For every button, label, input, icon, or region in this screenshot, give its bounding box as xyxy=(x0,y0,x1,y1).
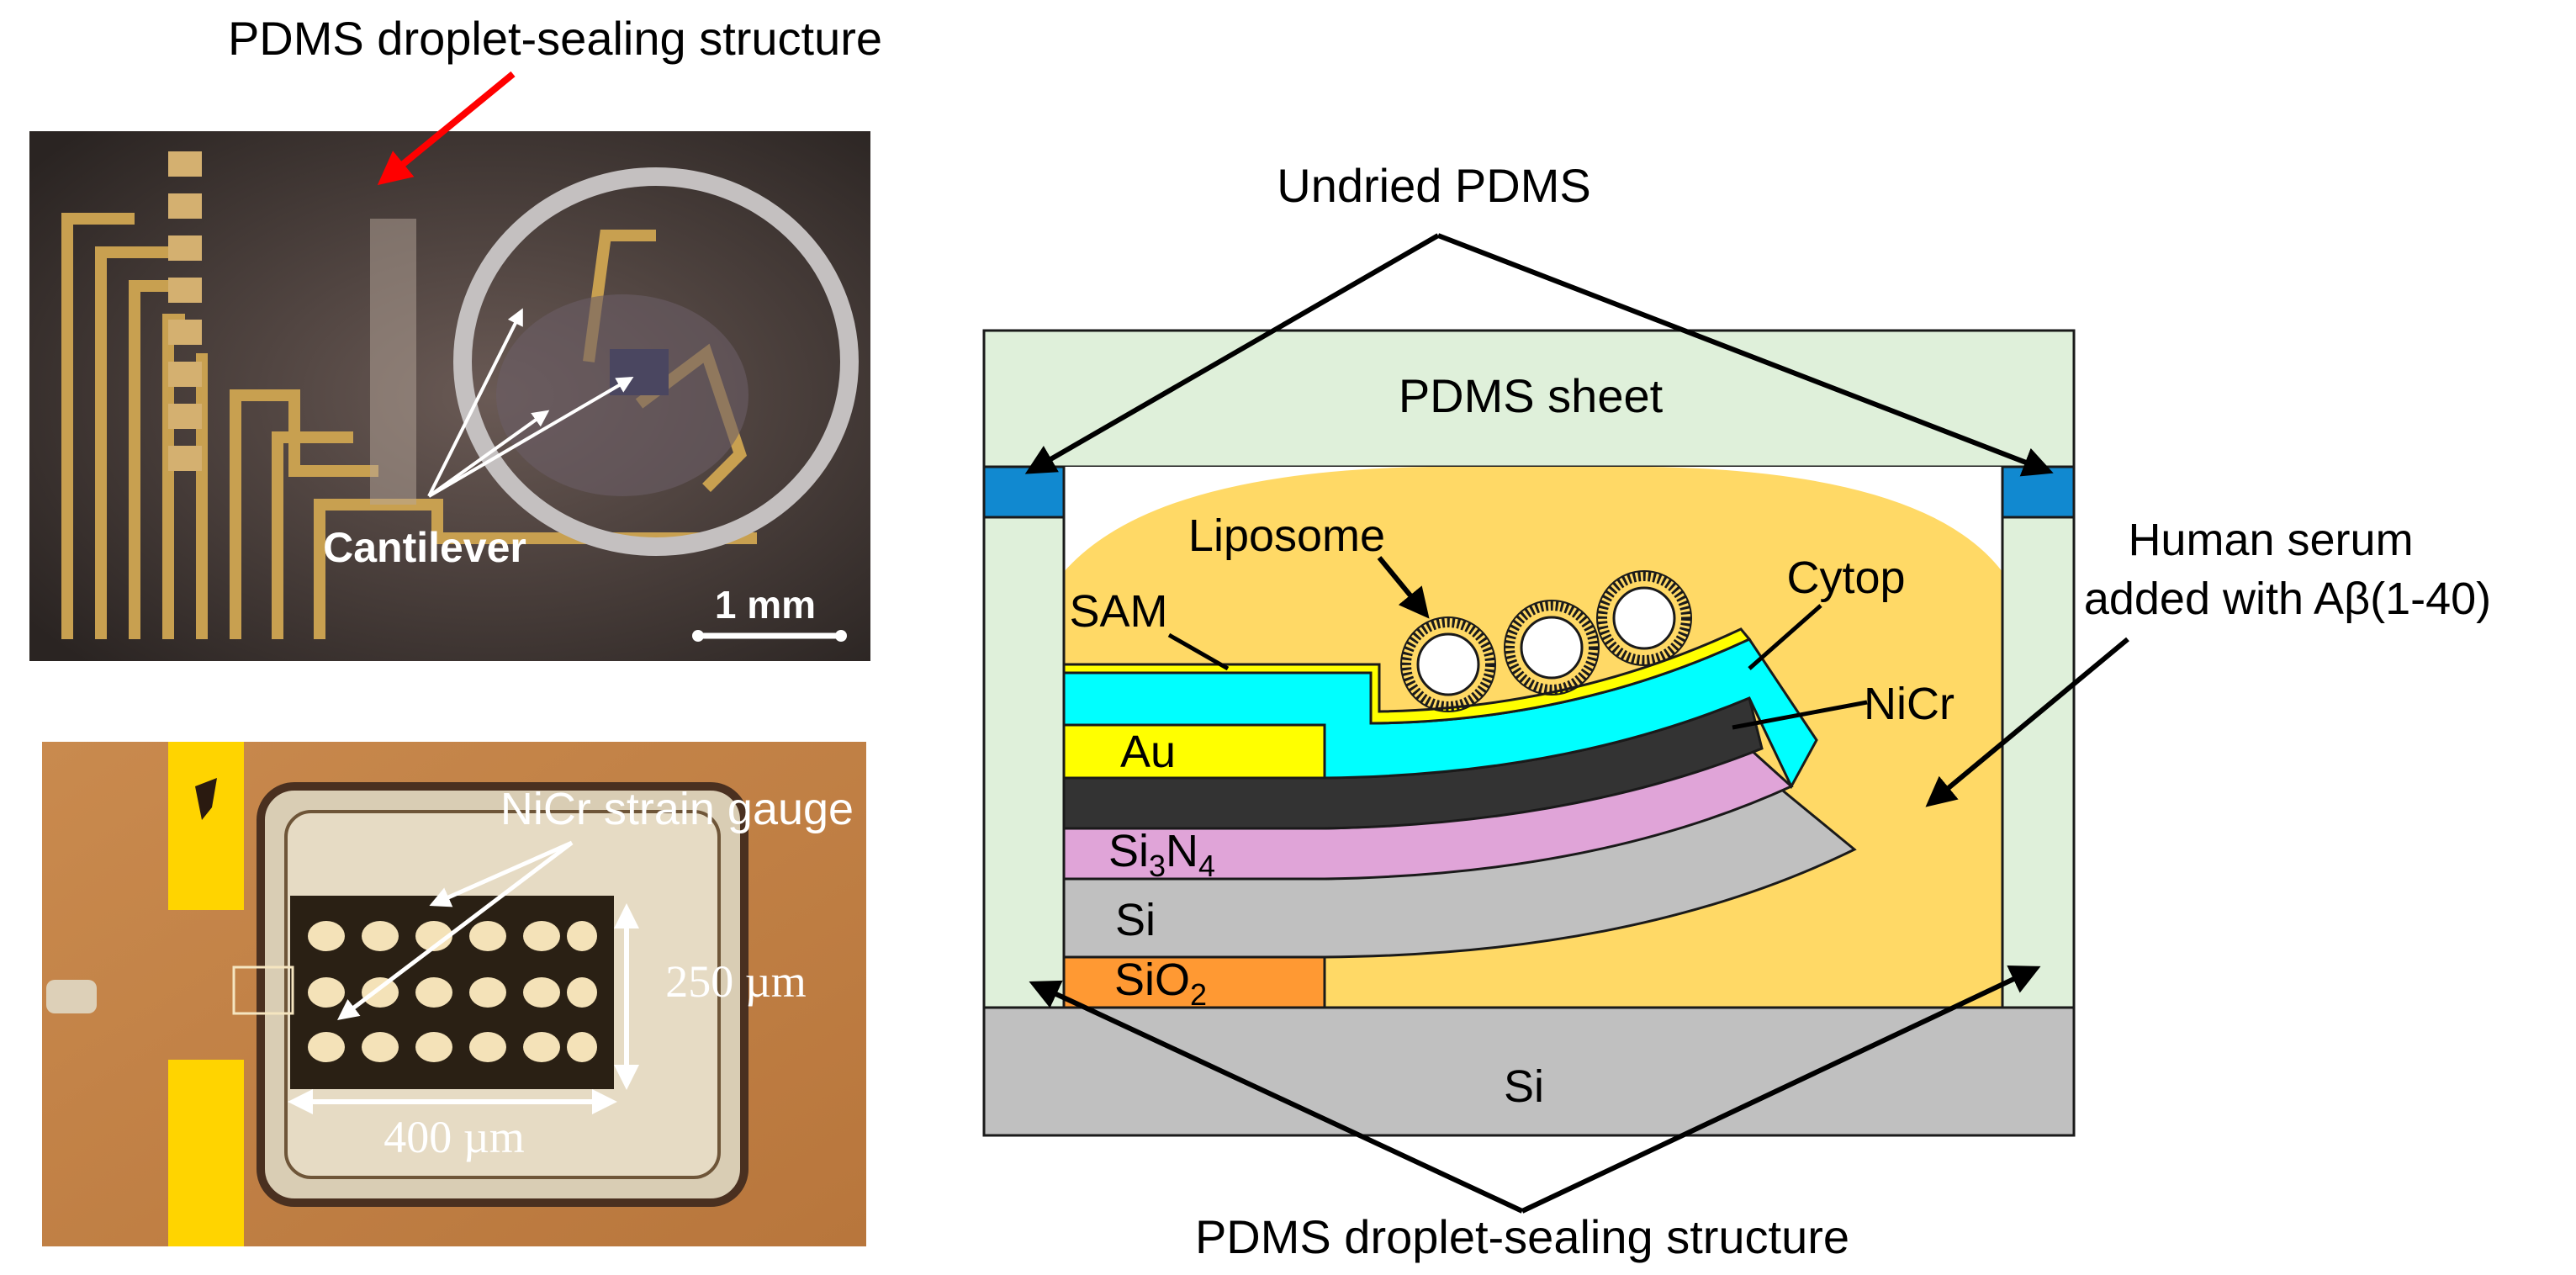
leader-lines xyxy=(1167,604,1868,730)
bottom-photo: NiCr strain gauge 250 µm 400 µm xyxy=(42,742,866,1246)
nicr-label: NiCr xyxy=(1864,679,1954,729)
cantilever-label: Cantilever xyxy=(323,524,526,571)
si-substrate xyxy=(982,1006,2076,1137)
cytop-label: Cytop xyxy=(1786,553,1905,603)
si-layer-label: Si xyxy=(1115,895,1156,945)
au-layer xyxy=(1062,723,1326,780)
liposome xyxy=(1400,616,1496,712)
au-label: Au xyxy=(1120,727,1176,777)
sio2-label: SiO2 xyxy=(1114,955,1207,1012)
sam-layer xyxy=(1062,627,1752,725)
top-photo-title: PDMS droplet-sealing structure xyxy=(228,12,882,65)
pdms-sheet xyxy=(982,329,2076,468)
strain-gauge-label: NiCr strain gauge xyxy=(500,784,854,834)
sam-label: SAM xyxy=(1069,586,1167,637)
yellow-trace-bottom xyxy=(168,1060,244,1246)
serum-label-line1: Human serum xyxy=(2128,515,2413,565)
arrows xyxy=(1024,233,2129,1214)
undried-pdms-right xyxy=(2001,465,2076,519)
pdms-sheet-label: PDMS sheet xyxy=(1399,369,1664,422)
liposome xyxy=(1504,600,1600,696)
sealing-structure-label: PDMS droplet-sealing structure xyxy=(1195,1210,1849,1263)
liposomes xyxy=(1400,570,1692,712)
liposome xyxy=(1596,570,1692,666)
red-arrow xyxy=(377,71,516,186)
scale-bar-label: 1 mm xyxy=(715,583,816,627)
bond-pads xyxy=(168,151,202,471)
si3n4-label: Si3N4 xyxy=(1108,826,1215,883)
pdms-wall-right xyxy=(2001,465,2076,1009)
droplet-ring xyxy=(453,167,859,556)
gauge-holes xyxy=(308,921,597,1062)
serum-label-line2: added with Aβ(1-40) xyxy=(2084,574,2491,624)
sio2-layer xyxy=(1062,955,1326,1009)
height-label: 250 µm xyxy=(665,956,807,1007)
si-substrate-label: Si xyxy=(1504,1061,1544,1112)
undried-pdms-left xyxy=(982,465,1066,519)
pdms-wall-left xyxy=(982,465,1066,1009)
width-label: 400 µm xyxy=(383,1112,525,1162)
schematic: Undried PDMS PDMS sheet Liposome Cytop S… xyxy=(982,159,2491,1263)
strain-gauge-arrows xyxy=(337,840,574,1021)
cantilever-arrows xyxy=(427,308,634,498)
undried-pdms-label: Undried PDMS xyxy=(1277,159,1590,212)
liposome-label: Liposome xyxy=(1188,511,1385,561)
yellow-trace-top xyxy=(168,742,244,910)
top-photo: Cantilever 1 mm xyxy=(29,131,870,661)
